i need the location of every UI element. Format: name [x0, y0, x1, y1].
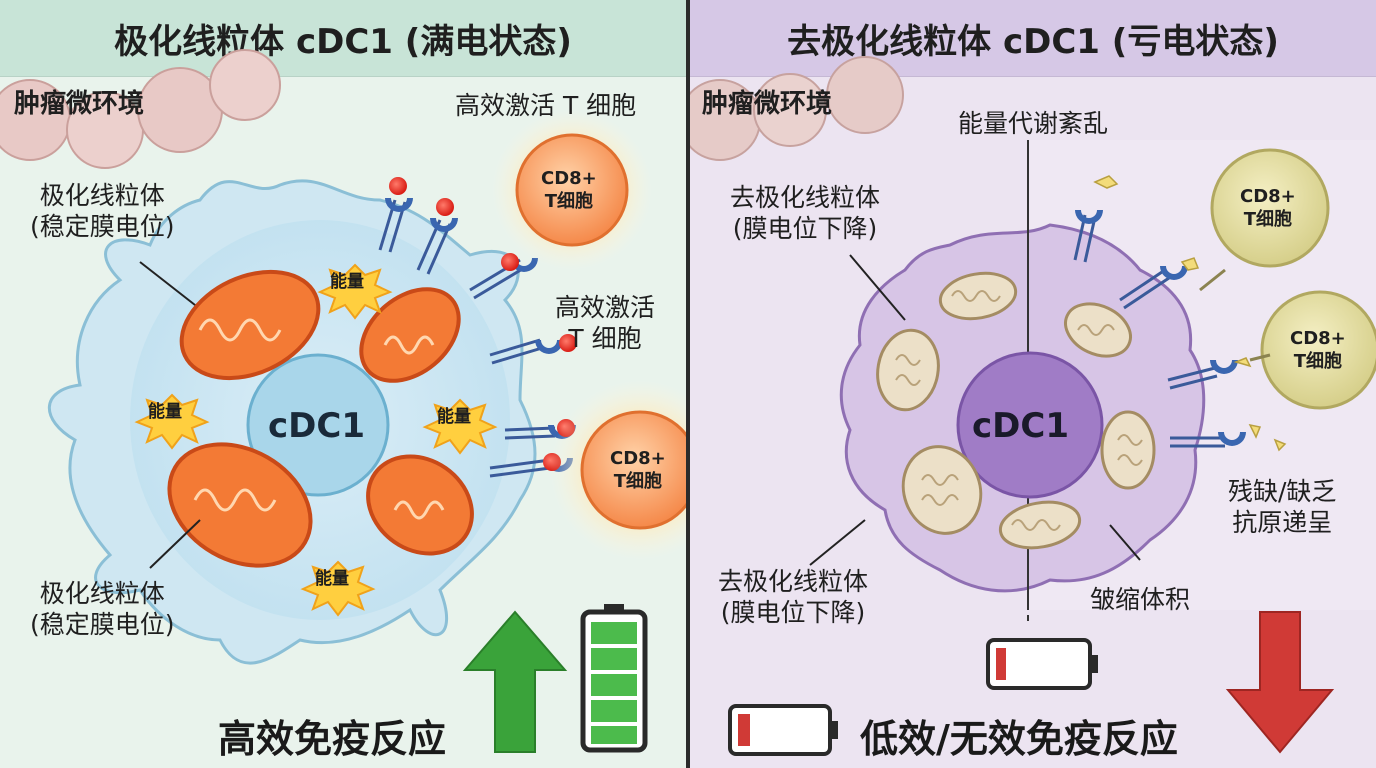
tumor-env-label: 肿瘤微环境 — [14, 89, 145, 119]
tumor-cells — [690, 56, 904, 161]
immune-response-label: 高效免疫反应 — [218, 717, 447, 761]
shrink-label: 皱缩体积 — [1090, 585, 1191, 614]
tcell-label: CD8+T细胞 — [541, 168, 597, 212]
left-panel-title: 极化线粒体 cDC1 (满电状态) — [0, 0, 686, 77]
tcell-top — [1210, 148, 1330, 268]
battery-full-icon — [580, 604, 648, 753]
panel-divider — [686, 0, 690, 768]
down-arrow-icon — [1225, 611, 1335, 754]
depolarized-scene — [690, 56, 1376, 756]
up-arrow-icon — [462, 610, 568, 753]
tcell-bottom — [1260, 290, 1376, 410]
tcell-label: CD8+T细胞 — [1290, 328, 1346, 372]
tcell-label: CD8+T细胞 — [1240, 186, 1296, 230]
depolarized-panel: 去极化线粒体 cDC1 (亏电状态) — [690, 0, 1376, 768]
activation-label-top: 高效激活 T 细胞 — [455, 91, 637, 120]
mito-label-bottom: 去极化线粒体(膜电位下降) — [718, 567, 869, 628]
polarized-panel: 极化线粒体 cDC1 (满电状态) — [0, 0, 686, 768]
nucleus — [246, 353, 390, 497]
antigen-label: 残缺/缺乏抗原递呈 — [1228, 477, 1337, 538]
energy-badge: 能量 — [148, 402, 182, 422]
mitochondria — [876, 271, 1156, 550]
tcell-label: CD8+T细胞 — [610, 448, 666, 492]
polarized-scene — [0, 49, 686, 753]
nucleus — [956, 351, 1104, 499]
right-panel-title: 去极化线粒体 cDC1 (亏电状态) — [690, 0, 1376, 77]
mito-label-top: 去极化线粒体(膜电位下降) — [730, 183, 881, 244]
tumor-env-label: 肿瘤微环境 — [702, 89, 833, 119]
cell-label: cDC1 — [972, 406, 1069, 446]
mito-label-bottom: 极化线粒体(稳定膜电位) — [30, 579, 175, 640]
metabolism-label: 能量代谢紊乱 — [958, 109, 1109, 138]
tumor-cells — [0, 49, 281, 169]
energy-badge: 能量 — [330, 272, 364, 292]
cell-label: cDC1 — [268, 406, 365, 446]
energy-badge: 能量 — [315, 569, 349, 589]
tcell-bottom — [550, 380, 686, 560]
mito-label-top: 极化线粒体(稳定膜电位) — [30, 181, 175, 242]
battery-empty-icon — [728, 704, 838, 756]
broken-antigen-fragments — [1093, 175, 1287, 452]
energy-badge: 能量 — [437, 407, 471, 427]
battery-low-icon — [986, 638, 1098, 690]
immune-response-label: 低效/无效免疫反应 — [860, 717, 1178, 761]
mitochondria — [167, 269, 474, 568]
tcell-top — [492, 110, 652, 270]
